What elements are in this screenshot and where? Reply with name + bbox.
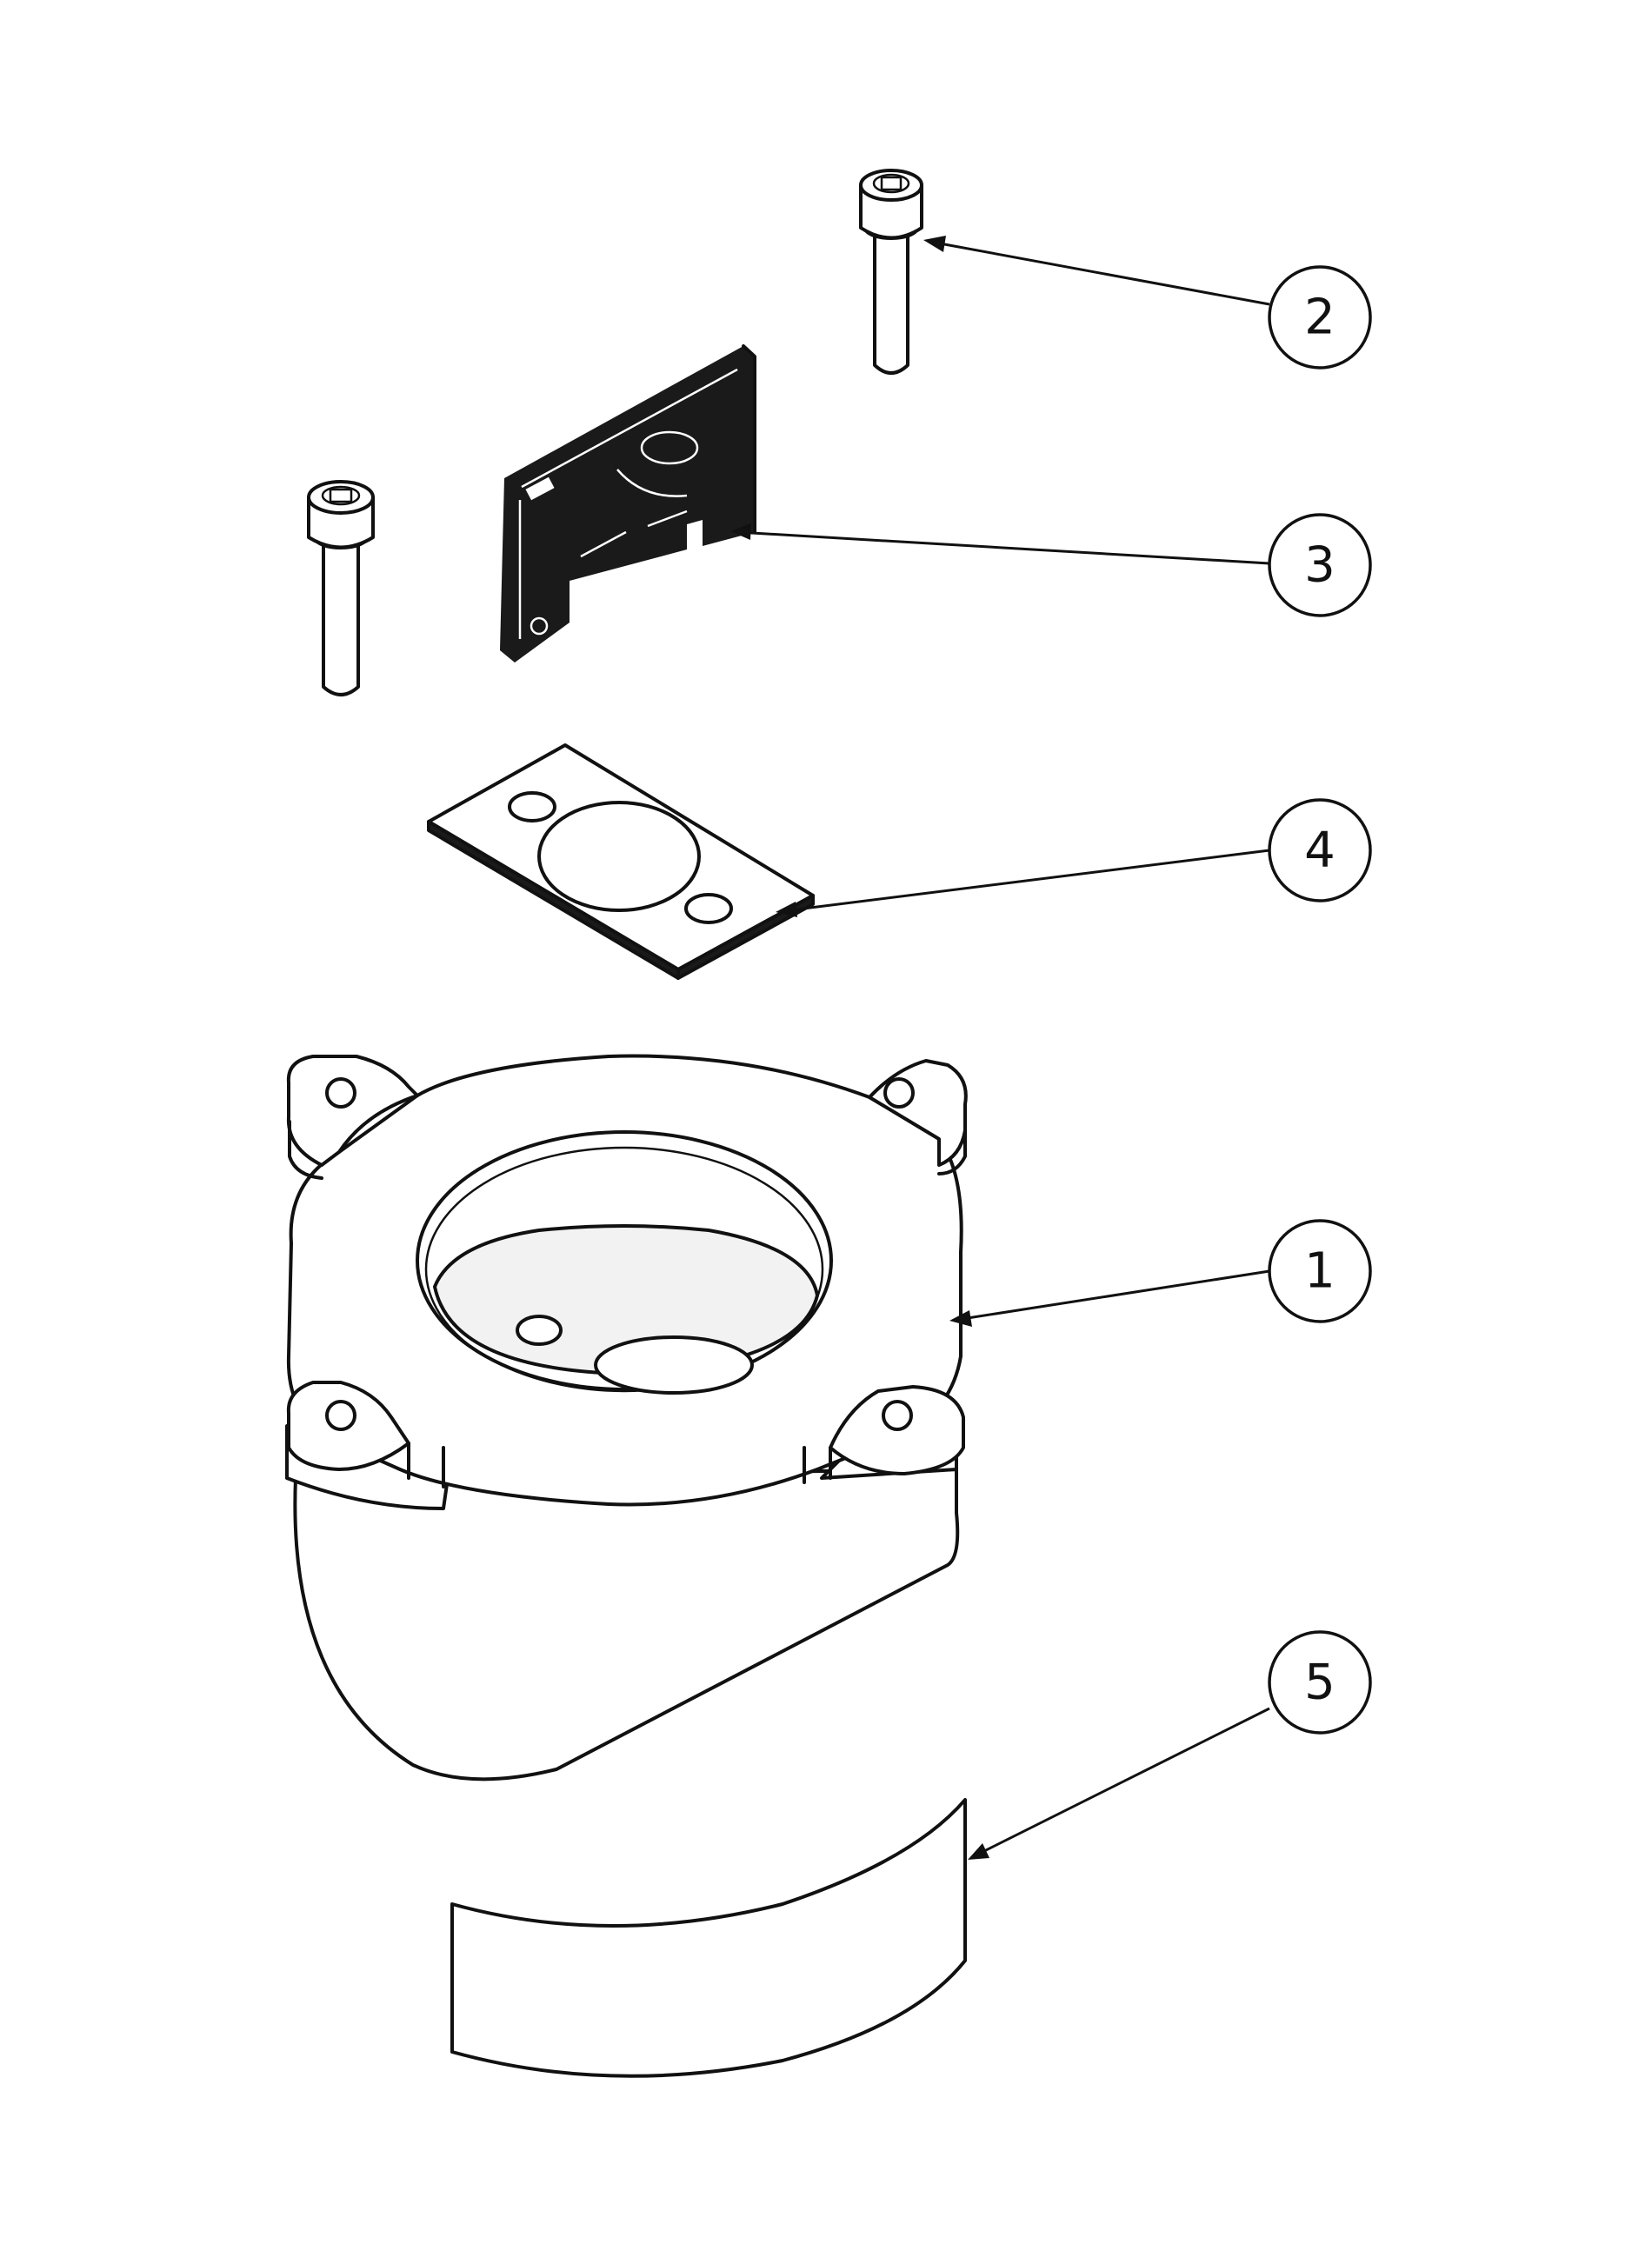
curved-strip-part-5 xyxy=(450,1798,967,2078)
screw-part-2 xyxy=(859,169,923,375)
balloon-1: 1 xyxy=(1268,1219,1372,1323)
leader-lines xyxy=(730,236,1270,1860)
balloon-3-label: 3 xyxy=(1304,537,1336,594)
screw-part-left xyxy=(307,480,375,696)
balloon-1-label: 1 xyxy=(1304,1243,1336,1300)
balloon-5: 5 xyxy=(1268,1630,1372,1735)
circuit-board-part-3 xyxy=(500,344,756,663)
balloon-3: 3 xyxy=(1268,513,1372,617)
balloon-2: 2 xyxy=(1268,265,1372,370)
balloon-4-label: 4 xyxy=(1304,822,1336,879)
balloon-5-label: 5 xyxy=(1304,1655,1336,1711)
housing-body-part-1 xyxy=(285,1054,968,1781)
gasket-plate-part-4 xyxy=(427,743,815,980)
balloon-4: 4 xyxy=(1268,798,1372,902)
balloon-2-label: 2 xyxy=(1304,290,1336,346)
